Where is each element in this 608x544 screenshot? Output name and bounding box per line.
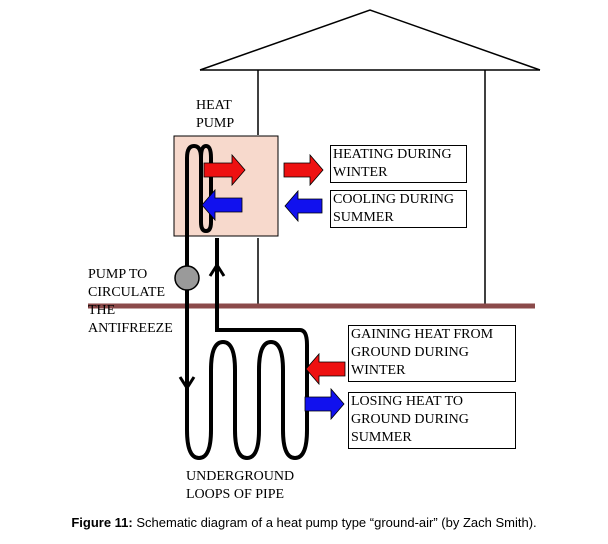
cooling-arrow-inner: [201, 188, 243, 222]
pipe-down-arrowhead: [178, 376, 196, 391]
figure-caption: Figure 11: Schematic diagram of a heat p…: [0, 515, 608, 530]
heating-winter-text: HEATING DURING WINTER: [333, 147, 452, 180]
losing-heat-arrow: [304, 387, 345, 421]
losing-heat-box: LOSING HEAT TO GROUND DURING SUMMER: [348, 392, 516, 449]
pipe-up-arrowhead: [208, 262, 226, 277]
gaining-heat-box: GAINING HEAT FROM GROUND DURING WINTER: [348, 325, 516, 382]
figure-caption-text: Schematic diagram of a heat pump type “g…: [132, 515, 537, 530]
heating-arrow-outer: [283, 153, 324, 187]
figure-number: Figure 11:: [71, 515, 133, 530]
underground-loops: [185, 328, 309, 460]
cooling-summer-box: COOLING DURING SUMMER: [330, 190, 467, 228]
cooling-arrow-outer: [284, 189, 323, 223]
pump-circulate-label: PUMP TO CIRCULATE THE ANTIFREEZE: [88, 267, 173, 336]
cooling-summer-text: COOLING DURING SUMMER: [333, 192, 454, 225]
heat-pump-label: HEAT PUMP: [196, 98, 235, 131]
circulation-pump: [174, 265, 200, 291]
heating-winter-box: HEATING DURING WINTER: [330, 145, 467, 183]
heat-pump-coil: [185, 144, 213, 272]
gaining-heat-text: GAINING HEAT FROM GROUND DURING WINTER: [351, 327, 494, 378]
heating-arrow-inner: [203, 153, 246, 187]
gaining-heat-arrow: [305, 352, 346, 386]
underground-loops-label: UNDERGROUND LOOPS OF PIPE: [186, 469, 295, 502]
losing-heat-text: LOSING HEAT TO GROUND DURING SUMMER: [351, 394, 469, 445]
house-roof: [199, 9, 541, 71]
heat-pump-unit: [173, 135, 279, 237]
